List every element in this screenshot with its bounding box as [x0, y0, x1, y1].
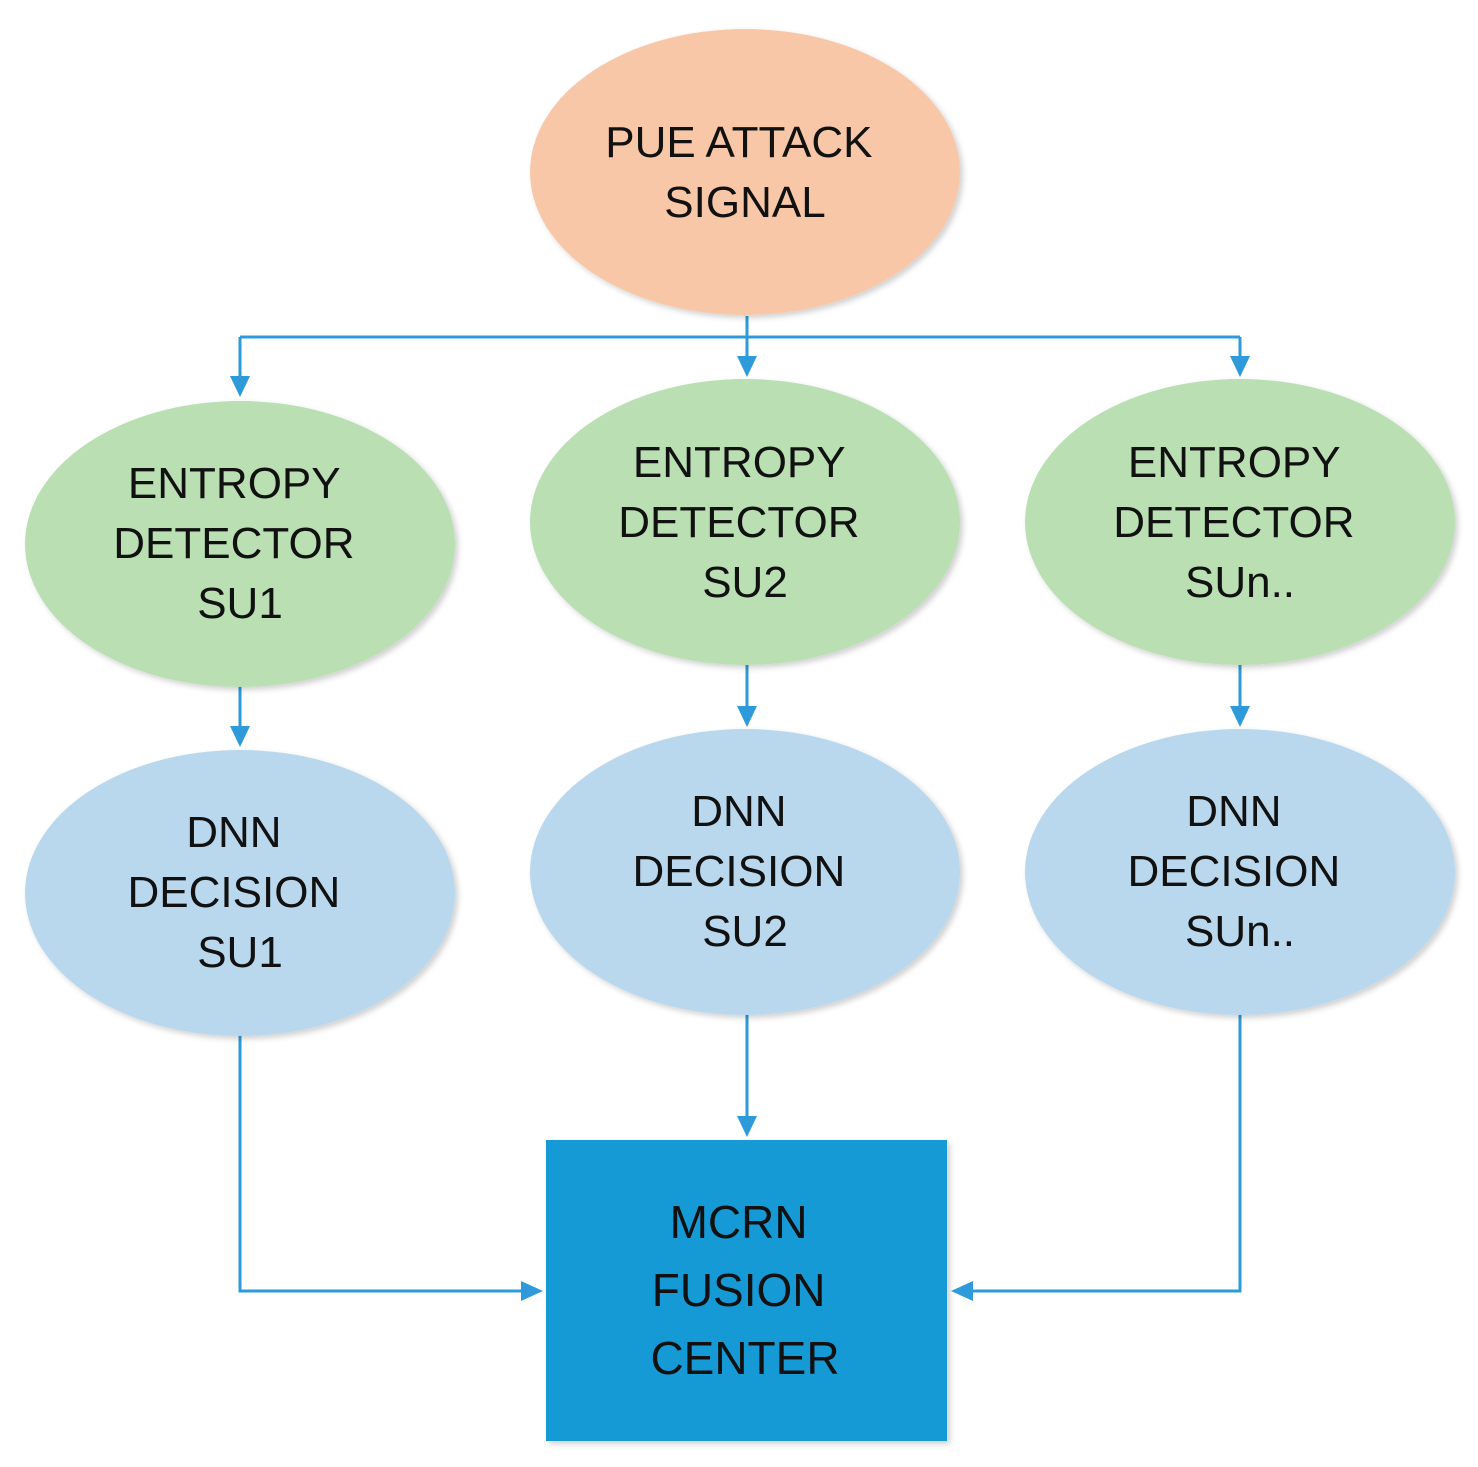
svg-text:DNN DECISION SU2: DNN DECISION SU2	[633, 787, 858, 956]
fusion-line-1: MCRN	[670, 1196, 808, 1248]
decision-node-su1: DNN DECISION SU1	[25, 750, 455, 1036]
detector-su1-line-2: DETECTOR	[113, 519, 354, 568]
detector-su1-line-1: ENTROPY	[128, 459, 340, 508]
detector-su1-line-3: SU1	[197, 579, 283, 628]
decision-ellipse-su2	[530, 729, 960, 1015]
svg-text:PUE ATTACK SIGNAL: PUE ATTACK SIGNAL	[605, 118, 885, 227]
arrowhead-detector-sun	[1230, 356, 1250, 377]
source-node: PUE ATTACK SIGNAL	[530, 29, 960, 315]
detector-ellipse-sun	[1025, 379, 1455, 665]
decision-ellipse-sun	[1025, 729, 1455, 1015]
svg-text:DNN DECISION SU1: DNN DECISION SU1	[128, 808, 353, 977]
svg-text:ENTROPY DETECTOR S: ENTROPY DETECTOR SUn..	[1113, 438, 1366, 607]
arrowhead-fusion-top	[737, 1116, 757, 1137]
detector-su2-line-3: SU2	[702, 558, 788, 607]
detector-node-sun: ENTROPY DETECTOR SUn..	[1025, 379, 1455, 665]
decision-su2-line-1: DNN	[691, 787, 786, 836]
detector-node-su1: ENTROPY DETECTOR SU1	[25, 401, 455, 687]
detector-su2-line-1: ENTROPY	[633, 438, 845, 487]
decision-node-su2: DNN DECISION SU2	[530, 729, 960, 1015]
source-ellipse	[530, 29, 960, 315]
fusion-center-node: MCRN FUSION CENTER	[546, 1140, 947, 1441]
svg-text:ENTROPY DETECTOR S: ENTROPY DETECTOR SU2	[618, 438, 871, 607]
connectors	[230, 316, 1250, 1301]
decision-ellipse-su1	[25, 750, 455, 1036]
detector-sun-line-1: ENTROPY	[1128, 438, 1340, 487]
decision-su2-line-3: SU2	[702, 907, 788, 956]
source-label-line-1: PUE ATTACK	[605, 118, 872, 167]
connector-decision-su1-to-fusion	[238, 1035, 522, 1293]
fusion-line-3: CENTER	[650, 1332, 839, 1384]
arrowhead-fusion-right	[951, 1281, 973, 1301]
detector-ellipse-su1	[25, 401, 455, 687]
arrowhead-detector-su2	[737, 356, 757, 377]
connector-decision-sun-to-fusion	[972, 1015, 1242, 1293]
svg-text:ENTROPY DETECTOR S: ENTROPY DETECTOR SU1	[113, 459, 366, 628]
arrowhead-decision-su2	[737, 706, 757, 727]
detector-su2-line-2: DETECTOR	[618, 498, 859, 547]
decision-node-sun: DNN DECISION SUn..	[1025, 729, 1455, 1015]
decision-su1-line-1: DNN	[186, 808, 281, 857]
decision-sun-line-2: DECISION	[1128, 847, 1341, 896]
svg-text:MCRN FUSION CENTER: MCRN FUSION CENTER	[650, 1196, 839, 1384]
arrowhead-decision-su1	[230, 726, 250, 747]
fusion-center-box	[546, 1140, 947, 1441]
arrowhead-decision-sun	[1230, 706, 1250, 727]
decision-sun-line-3: SUn..	[1185, 907, 1295, 956]
fusion-line-2: FUSION	[652, 1264, 826, 1316]
decision-su2-line-2: DECISION	[633, 847, 846, 896]
svg-text:DNN DECISION SUn..: DNN DECISION SUn..	[1128, 787, 1353, 956]
arrowhead-detector-su1	[230, 376, 250, 397]
detector-ellipse-su2	[530, 379, 960, 665]
detector-sun-line-2: DETECTOR	[1113, 498, 1354, 547]
decision-sun-line-1: DNN	[1186, 787, 1281, 836]
detector-node-su2: ENTROPY DETECTOR SU2	[530, 379, 960, 665]
source-label-line-2: SIGNAL	[664, 178, 825, 227]
detector-sun-line-3: SUn..	[1185, 558, 1295, 607]
decision-su1-line-3: SU1	[197, 928, 283, 977]
decision-su1-line-2: DECISION	[128, 868, 341, 917]
arrowhead-fusion-left	[521, 1281, 543, 1301]
